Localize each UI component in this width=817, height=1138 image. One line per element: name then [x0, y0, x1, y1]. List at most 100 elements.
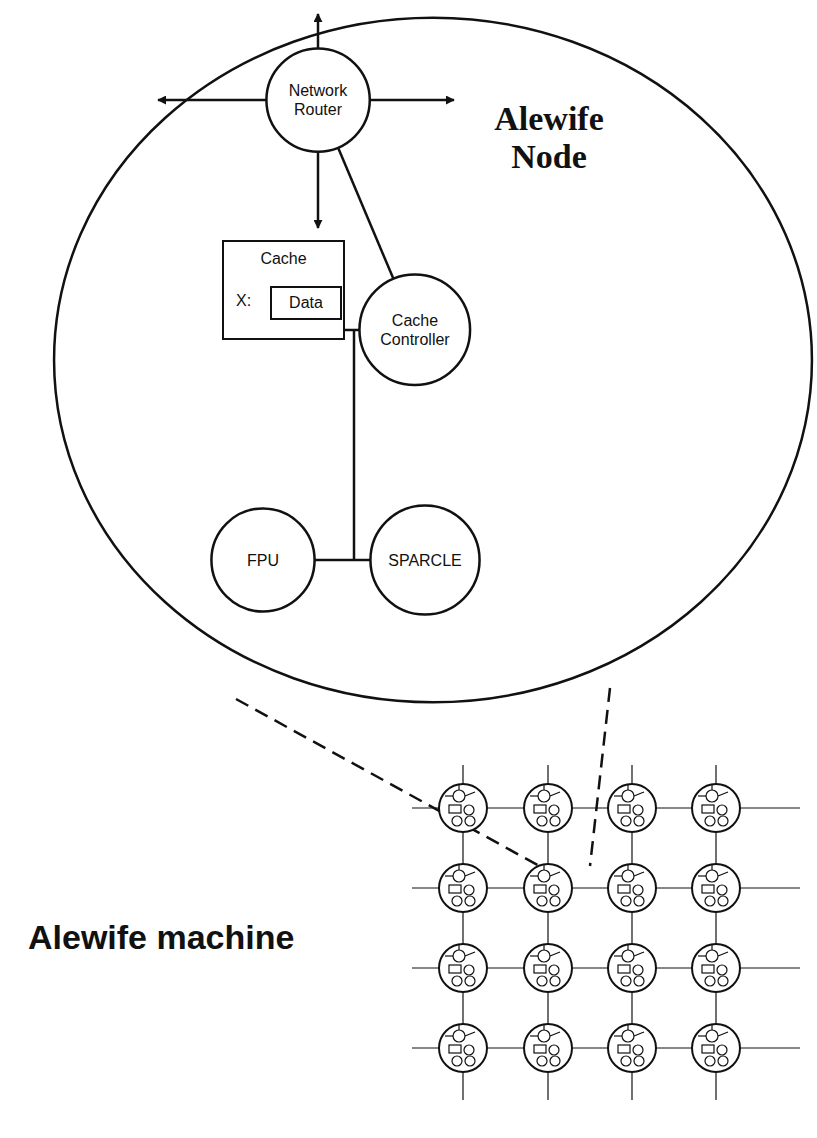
mini-port — [465, 792, 475, 796]
mini-fpu — [621, 896, 631, 906]
mini-cpu — [465, 896, 475, 906]
mini-fpu — [705, 1056, 715, 1066]
mini-cache — [702, 885, 714, 893]
mini-cache — [702, 805, 714, 813]
mini-node — [692, 864, 740, 912]
mini-fpu — [705, 816, 715, 826]
mini-router — [706, 790, 718, 802]
node-title: Alewife Node — [469, 100, 629, 176]
mini-router — [453, 950, 465, 962]
mini-fpu — [621, 816, 631, 826]
mini-port — [627, 1024, 628, 1030]
connector-line — [345, 329, 359, 332]
mini-router — [622, 870, 634, 882]
mini-port — [458, 864, 459, 870]
mini-cpu — [550, 976, 560, 986]
processor-circle: SPARCLE — [370, 505, 480, 615]
mini-router — [622, 950, 634, 962]
mini-router — [453, 790, 465, 802]
mini-port — [550, 952, 560, 956]
mini-port — [711, 784, 712, 790]
fpu-circle: FPU — [211, 508, 315, 612]
mini-port — [458, 1024, 459, 1030]
bus-line — [353, 330, 356, 560]
mini-port — [698, 955, 706, 956]
mini-port — [543, 864, 544, 870]
outline — [370, 505, 479, 614]
node-label: Network Router — [276, 81, 360, 119]
mini-ctrl — [717, 885, 727, 895]
mini-cpu — [634, 976, 644, 986]
mini-port — [718, 872, 728, 876]
mini-fpu — [537, 976, 547, 986]
address-label: X: — [236, 292, 251, 310]
mini-ctrl — [464, 885, 474, 895]
mini-node — [692, 944, 740, 992]
mini-fpu — [452, 976, 462, 986]
mini-router — [706, 870, 718, 882]
machine-label: Alewife machine — [28, 918, 294, 957]
mini-cpu — [465, 816, 475, 826]
mini-cache — [449, 965, 461, 973]
mini-cache — [618, 805, 630, 813]
mini-router — [453, 870, 465, 882]
mini-cpu — [718, 976, 728, 986]
mini-port — [530, 955, 538, 956]
mini-node — [608, 784, 656, 832]
mini-fpu — [452, 816, 462, 826]
mini-port — [698, 1035, 706, 1036]
mini-port — [634, 1032, 644, 1036]
mini-cpu — [550, 896, 560, 906]
mini-node — [524, 864, 572, 912]
mini-port — [698, 875, 706, 876]
node-label: FPU — [247, 551, 279, 570]
mini-node — [524, 944, 572, 992]
mini-cache — [618, 885, 630, 893]
mini-port — [543, 944, 544, 950]
mini-ctrl — [633, 965, 643, 975]
mini-node — [439, 864, 487, 912]
mini-router — [538, 870, 550, 882]
mini-cache — [449, 1045, 461, 1053]
mini-port — [458, 944, 459, 950]
mini-ctrl — [464, 1045, 474, 1055]
node-label: SPARCLE — [388, 551, 462, 570]
mini-port — [614, 1035, 622, 1036]
mini-ctrl — [633, 805, 643, 815]
data-box: Data — [270, 286, 342, 320]
mini-port — [627, 944, 628, 950]
mini-fpu — [452, 896, 462, 906]
mini-node — [524, 1024, 572, 1072]
mini-router — [453, 1030, 465, 1042]
mini-cpu — [465, 1056, 475, 1066]
mini-router — [538, 1030, 550, 1042]
mini-node — [608, 1024, 656, 1072]
circle-outline — [359, 274, 471, 386]
router-circle: Network Router — [266, 48, 370, 152]
mini-port — [614, 795, 622, 796]
outline — [211, 508, 314, 611]
router-ports — [158, 14, 454, 228]
mini-cpu — [550, 1056, 560, 1066]
outline — [360, 275, 471, 386]
mini-router — [706, 1030, 718, 1042]
mesh-grid — [412, 765, 800, 1100]
cache-label: Cache — [224, 250, 343, 268]
mini-port — [627, 864, 628, 870]
mini-cpu — [634, 896, 644, 906]
mini-port — [718, 952, 728, 956]
mini-fpu — [621, 976, 631, 986]
mini-port — [634, 952, 644, 956]
mini-cpu — [634, 1056, 644, 1066]
mini-cache — [702, 965, 714, 973]
mini-port — [543, 784, 544, 790]
outline — [266, 48, 369, 151]
mini-port — [465, 1032, 475, 1036]
mini-ctrl — [464, 805, 474, 815]
controller-circle: Cache Controller — [359, 274, 471, 386]
connector-line — [315, 559, 370, 562]
node-zoom-circle: Alewife Node Network RouterCacheX: Data Cac… — [51, 15, 815, 705]
mini-port — [458, 784, 459, 790]
mini-port — [718, 792, 728, 796]
mini-port — [634, 872, 644, 876]
